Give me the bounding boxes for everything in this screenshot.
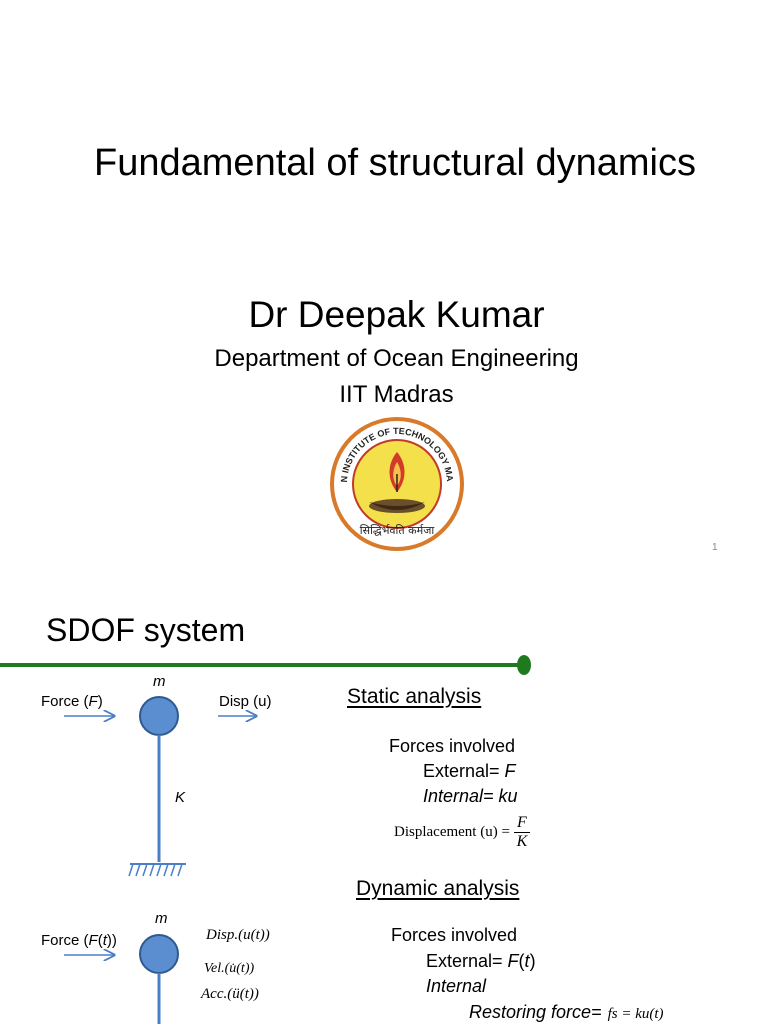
mass-circle-1 [139,696,179,736]
slide-title: Fundamental of structural dynamics [94,142,696,184]
dynamic-internal: Internal [426,976,487,996]
dynamic-forces-involved: Forces involved [391,925,518,945]
accent-line-end-dot [517,655,531,675]
static-disp-formula: Displacement (u) = F K [394,814,530,851]
iit-madras-logo: INDIAN INSTITUTE OF TECHNOLOGY MADRAS सि… [327,414,464,551]
mass-circle-2 [139,934,179,974]
sdof-title: SDOF system [46,612,246,648]
sdof-static-diagram [64,696,300,877]
static-forces-involved: Forces involved [389,736,516,756]
logo-motto: सिद्धिर्भवति कर्मजा [360,524,435,537]
static-internal: Internal= ku [423,786,518,806]
restoring-force: Restoring force= fs = ku(t) [469,1002,664,1022]
force-label-1: Force (F) [41,693,103,710]
author-name: Dr Deepak Kumar [248,294,545,335]
acc-label-2: Acc.(ü(t)) [201,986,259,1002]
department: Department of Ocean Engineering [214,345,579,372]
vel-label-2: Vel.(u̇(t)) [204,961,255,976]
disp-label-2: Disp.(u(t)) [206,927,270,943]
disp-label-1: Disp (u) [219,693,272,710]
mass-label-1: m [153,673,166,690]
sdof-dynamic-diagram [64,934,179,1024]
force-label-2: Force (F(t)) [41,932,117,949]
stiffness-label: K [175,789,186,806]
mass-label-2: m [155,910,168,927]
page-number: 1 [712,542,718,553]
ground-hatch [128,863,183,877]
static-external: External= F [423,761,516,781]
static-analysis-heading: Static analysis [347,685,482,708]
accent-line [0,655,531,675]
dynamic-analysis-heading: Dynamic analysis [356,877,520,900]
dynamic-external: External= F(t) [426,951,536,971]
institute: IIT Madras [339,381,454,408]
